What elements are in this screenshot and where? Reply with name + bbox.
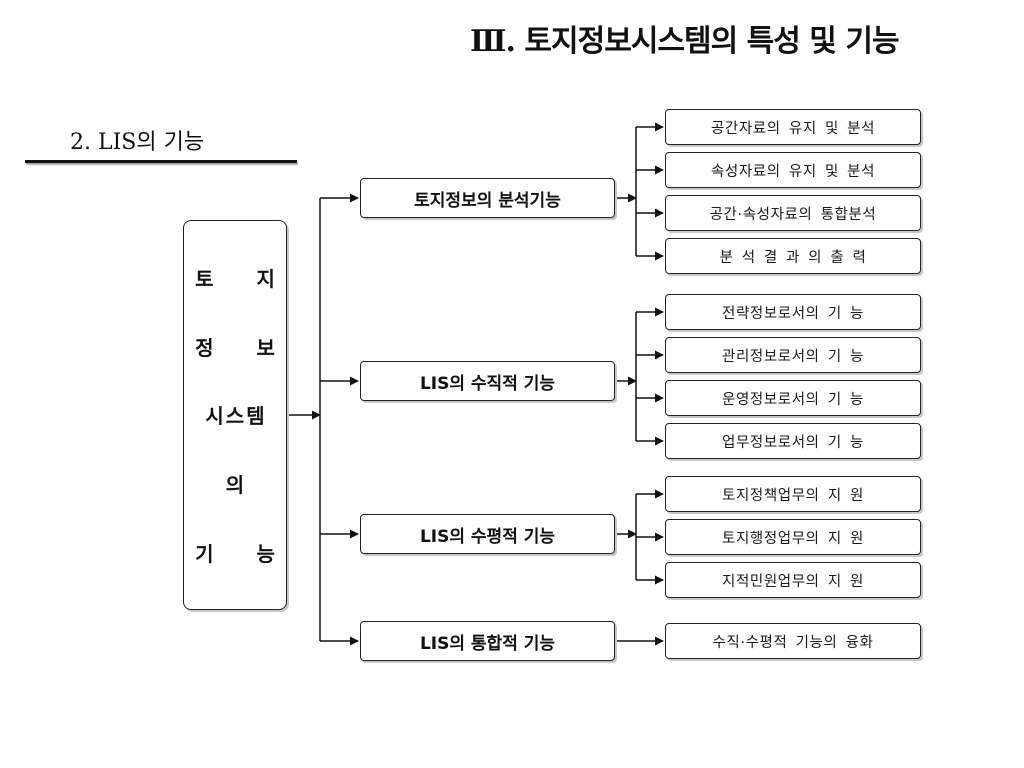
root-line-2: 정 보 — [195, 335, 293, 360]
root-line-5: 기 능 — [195, 542, 293, 567]
root-node-box: 토 지 정 보 시스템 의 기 능 — [183, 220, 287, 610]
leaf-box-horizontal-3: 지적민원업무의 지 원 — [665, 562, 921, 598]
leaf-box-vertical-3: 운영정보로서의 기 능 — [665, 380, 921, 416]
section-underline — [25, 160, 297, 163]
leaf-box-vertical-1: 전략정보로서의 기 능 — [665, 294, 921, 330]
branch-box-integrated: LIS의 통합적 기능 — [360, 621, 615, 661]
leaf-box-analysis-1: 공간자료의 유지 및 분석 — [665, 109, 921, 145]
branch-box-analysis: 토지정보의 분석기능 — [360, 178, 615, 218]
branch-box-horizontal: LIS의 수평적 기능 — [360, 514, 615, 554]
leaf-box-analysis-2: 속성자료의 유지 및 분석 — [665, 152, 921, 188]
root-line-4: 의 — [225, 473, 263, 498]
root-line-3: 시스템 — [205, 404, 267, 429]
leaf-box-horizontal-1: 토지정책업무의 지 원 — [665, 476, 921, 512]
section-title: 2. LIS의 기능 — [70, 130, 205, 155]
leaf-box-integrated-1: 수직·수평적 기능의 융화 — [665, 623, 921, 659]
leaf-box-vertical-2: 관리정보로서의 기 능 — [665, 337, 921, 373]
page-title: Ⅲ. 토지정보시스템의 특성 및 기능 — [470, 24, 900, 59]
leaf-box-vertical-4: 업무정보로서의 기 능 — [665, 423, 921, 459]
leaf-box-horizontal-2: 토지행정업무의 지 원 — [665, 519, 921, 555]
branch-box-vertical: LIS의 수직적 기능 — [360, 361, 615, 401]
leaf-box-analysis-3: 공간·속성자료의 통합분석 — [665, 195, 921, 231]
leaf-box-analysis-4: 분 석 결 과 의 출 력 — [665, 238, 921, 274]
root-line-1: 토 지 — [195, 266, 293, 291]
